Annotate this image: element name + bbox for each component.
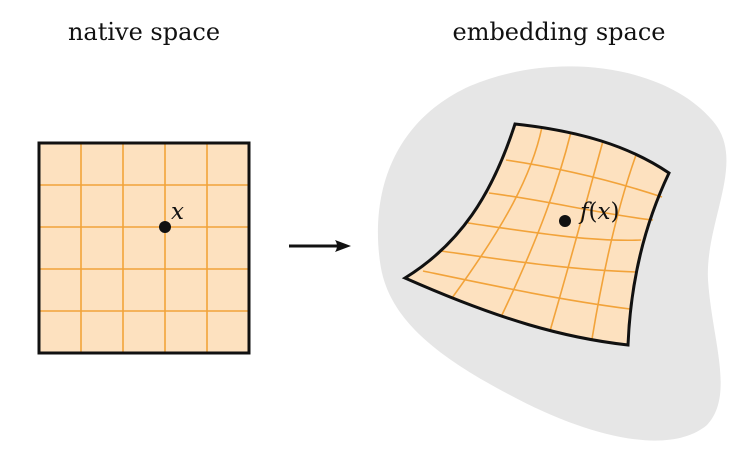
embedded-point-dot-icon	[559, 215, 571, 227]
embedded-point-label: f(x)	[578, 199, 619, 225]
embedding-space-title: embedding space	[452, 18, 665, 46]
native-space-title: native space	[68, 18, 220, 46]
native-square-outline	[37, 141, 251, 355]
native-point-label: x	[171, 199, 184, 225]
native-point-dot-icon	[159, 221, 171, 233]
native-square-fill	[39, 143, 249, 353]
embedded-grid	[422, 126, 663, 340]
native-grid	[39, 143, 249, 353]
embedded-sheet: f(x)	[401, 122, 671, 347]
embedded-sheet-outline	[401, 122, 671, 347]
native-space-square: x	[37, 141, 251, 355]
